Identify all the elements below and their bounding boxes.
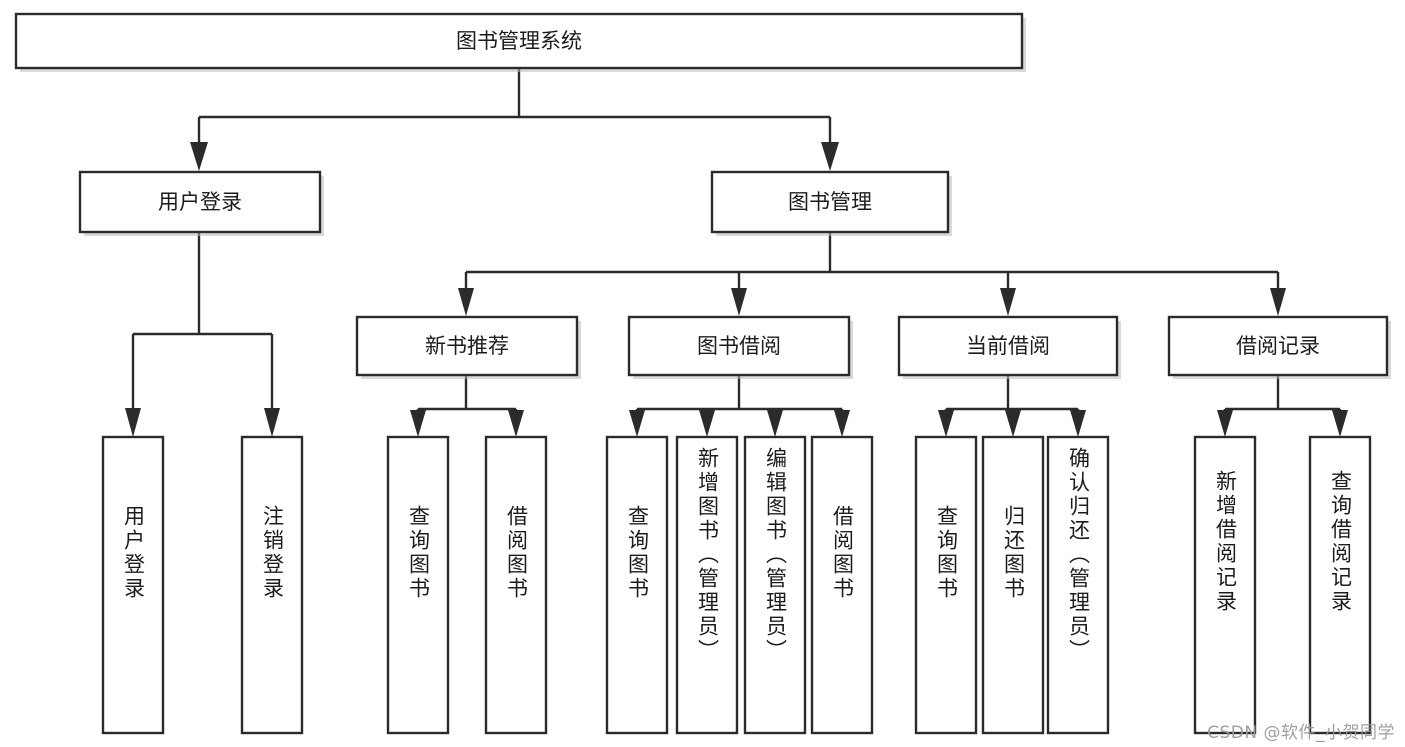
node-label-borrow-record: 借阅记录 <box>1236 334 1320 358</box>
arrowhead-leaf-return-book <box>1005 410 1021 437</box>
csdn-watermark: CSDN @软件_小贺同学 <box>1207 723 1395 743</box>
arrowhead-leaf-query-book-2 <box>629 410 645 437</box>
connector-layer <box>125 68 1348 437</box>
node-label-book-mgmt: 图书管理 <box>788 190 872 214</box>
arrowhead-leaf-query-book-3 <box>938 410 954 437</box>
arrowhead-book-mgmt <box>821 142 839 171</box>
node-layer: 图书管理系统 用户登录 图书管理 新书推荐 图书借阅 当前借阅 借阅记录 <box>14 12 1391 735</box>
node-box-leaf-query-book-2[interactable] <box>605 435 669 735</box>
node-box-borrow-record[interactable] <box>1167 315 1389 377</box>
arrowhead-leaf-add-record <box>1217 410 1233 437</box>
node-box-leaf-borrow-book-1[interactable] <box>484 435 548 735</box>
node-box-leaf-add-record[interactable] <box>1193 435 1257 735</box>
arrowhead-leaf-add-book <box>699 410 715 437</box>
node-box-leaf-borrow-book-2[interactable] <box>810 435 874 735</box>
node-box-book-mgmt[interactable] <box>710 170 950 234</box>
node-box-leaf-user-login[interactable] <box>101 435 165 735</box>
node-label-root: 图书管理系统 <box>456 29 582 53</box>
node-box-leaf-edit-book[interactable] <box>743 435 807 735</box>
arrowhead-user-login <box>190 142 208 171</box>
arrowhead-leaf-logout <box>264 408 280 437</box>
arrowhead-leaf-borrow-book-1 <box>508 410 524 437</box>
arrowhead-leaf-borrow-book-2 <box>834 410 850 437</box>
arrowhead-currentborrow <box>1000 288 1016 316</box>
node-box-book-borrow[interactable] <box>627 315 851 377</box>
node-box-leaf-logout[interactable] <box>240 435 304 735</box>
node-box-leaf-add-book[interactable] <box>675 435 739 735</box>
node-box-leaf-confirm-return[interactable] <box>1046 435 1110 735</box>
node-box-current-borrow[interactable] <box>897 315 1119 377</box>
node-box-leaf-query-book-3[interactable] <box>914 435 978 735</box>
node-box-user-login[interactable] <box>78 170 322 234</box>
arrowhead-leaf-confirm-return <box>1070 410 1086 437</box>
arrowhead-leaf-query-book-1 <box>410 410 426 437</box>
node-label-current-borrow: 当前借阅 <box>966 334 1050 358</box>
node-label-book-borrow: 图书借阅 <box>697 334 781 358</box>
arrowhead-bookborrow <box>731 288 747 316</box>
node-label-user-login: 用户登录 <box>158 190 242 214</box>
node-box-leaf-query-record[interactable] <box>1308 435 1372 735</box>
arrowhead-leaf-user-login <box>125 408 141 437</box>
node-box-leaf-return-book[interactable] <box>981 435 1045 735</box>
arrowhead-leaf-edit-book <box>767 410 783 437</box>
node-box-leaf-query-book-1[interactable] <box>386 435 450 735</box>
arrowhead-newbook <box>458 288 474 316</box>
arrowhead-borrowrecord <box>1270 288 1286 316</box>
node-box-root[interactable] <box>14 12 1024 70</box>
node-box-new-book-rec[interactable] <box>355 315 579 377</box>
node-label-new-book-rec: 新书推荐 <box>425 334 509 358</box>
arrowhead-leaf-query-record <box>1332 410 1348 437</box>
